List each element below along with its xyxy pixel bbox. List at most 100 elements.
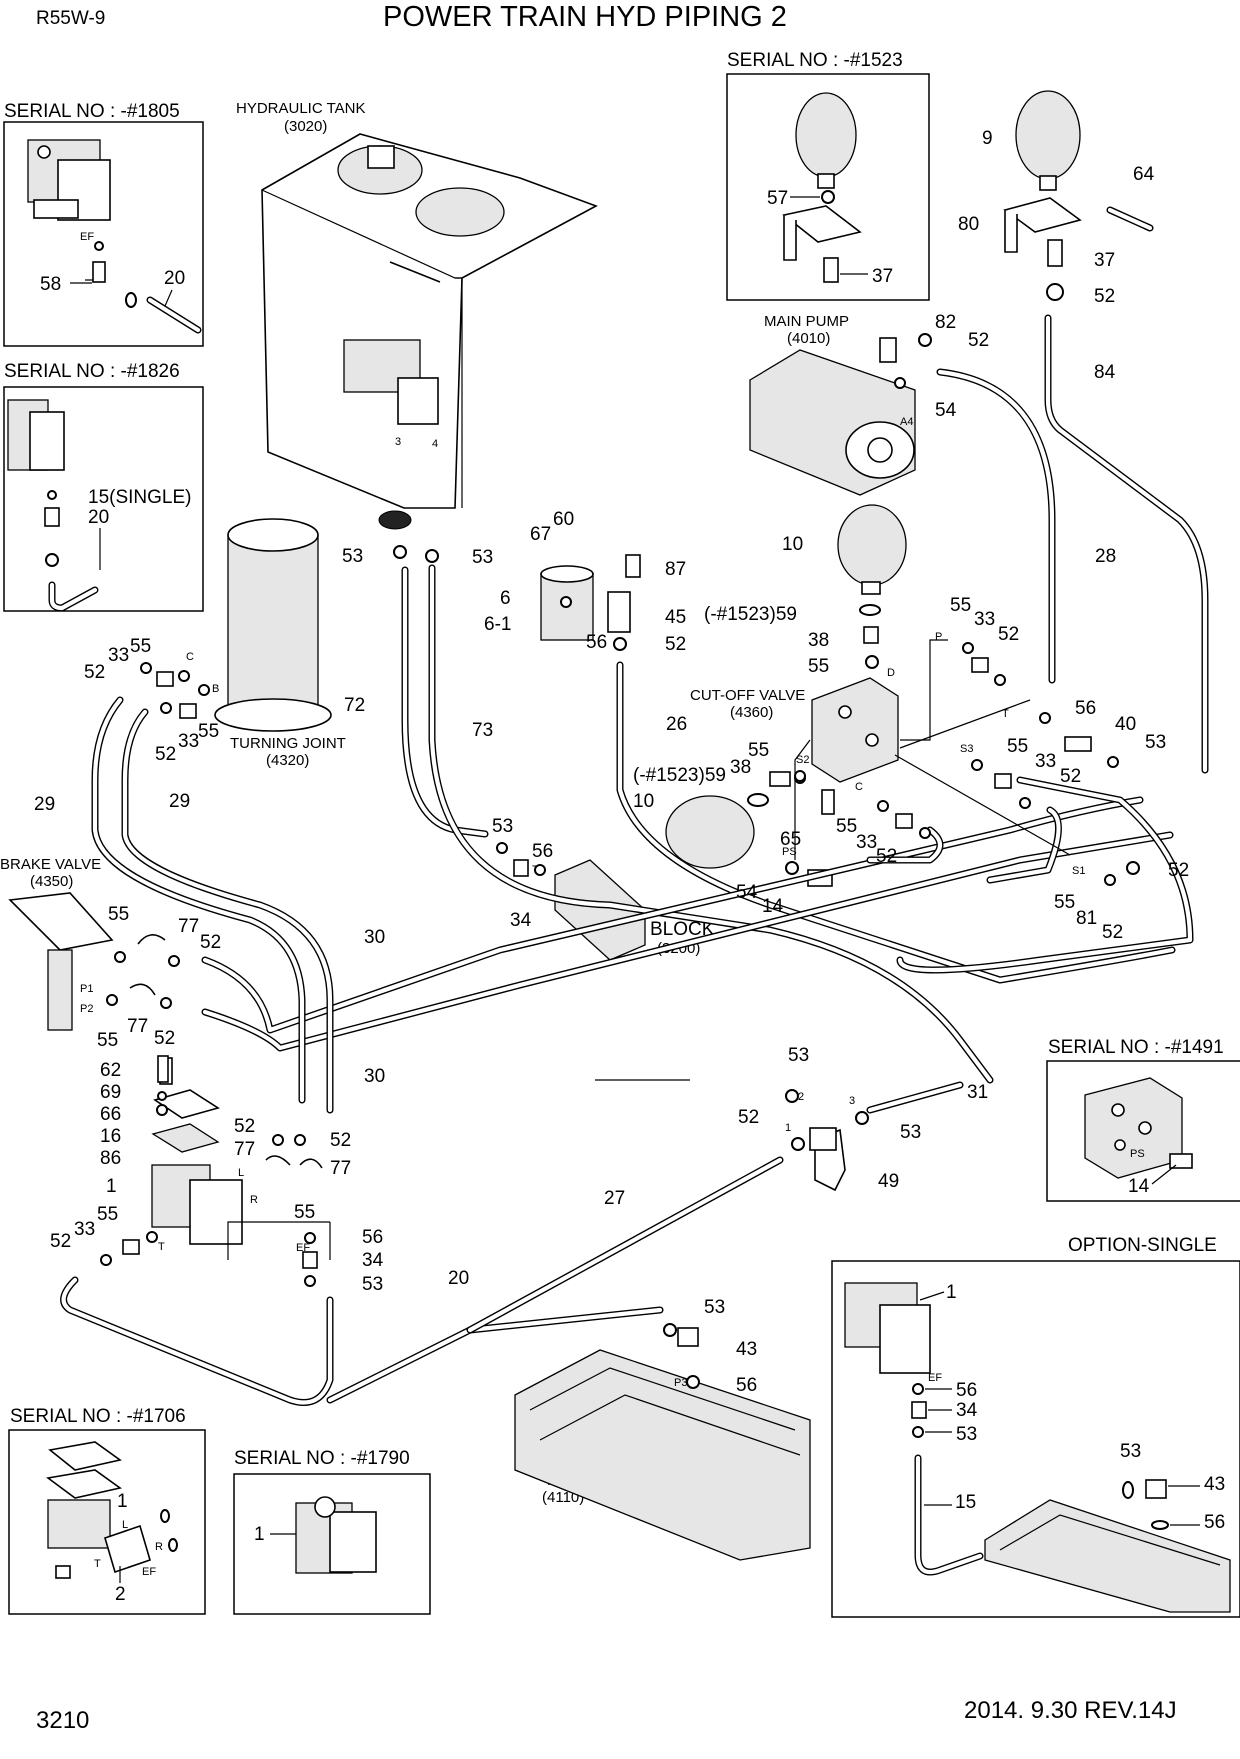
callout: 82: [935, 312, 956, 333]
callout: 33: [74, 1219, 95, 1240]
callout: 34: [362, 1250, 384, 1271]
callout: 65: [780, 829, 801, 850]
callout: 55: [130, 636, 151, 657]
component-name: TURNING JOINT: [230, 735, 346, 752]
callout: 38: [730, 757, 751, 778]
inset-title: SERIAL NO : -#1805: [4, 101, 180, 122]
callout: 52: [968, 330, 989, 351]
svg-text:3: 3: [395, 436, 401, 448]
callout: 56: [586, 632, 607, 653]
revision-label: 2014. 9.30 REV.14J: [964, 1697, 1177, 1724]
component-code: (4320): [266, 752, 309, 769]
callout: 81: [1076, 908, 1097, 929]
callout: 34: [510, 910, 532, 931]
svg-text:3: 3: [849, 1095, 855, 1107]
callout: (-#1523)59: [633, 765, 726, 786]
callout: 33: [1035, 751, 1056, 772]
callout: 52: [1060, 766, 1081, 787]
inset-serial-1706: SERIAL NO : -#1706 1 L T R EF 2: [8, 1406, 206, 1615]
callout: 52: [738, 1107, 759, 1128]
callout: 33: [108, 645, 129, 666]
component-name: BRAKE VALVE: [0, 856, 101, 873]
callout: 14: [762, 896, 784, 917]
callout: 56: [736, 1375, 757, 1396]
callout: 37: [1094, 250, 1115, 271]
svg-text:R: R: [155, 1541, 163, 1553]
cut-off-valve: CUT-OFF VALVE (4360) D S2 C P T S3 PS S1: [690, 631, 1085, 887]
pilot-lines: [227, 639, 1071, 1260]
callout: 31: [967, 1082, 988, 1103]
callout: 60: [553, 509, 574, 530]
callout: 53: [788, 1045, 809, 1066]
inset-title: SERIAL NO : -#1491: [1048, 1037, 1224, 1058]
inset-serial-1491: SERIAL NO : -#1491 PS 14: [1046, 1037, 1240, 1202]
callout: 62: [100, 1060, 121, 1081]
callout: 45: [665, 607, 686, 628]
hydraulic-tank: HYDRAULIC TANK (3020) 3 4: [236, 100, 598, 530]
inset-serial-1523: SERIAL NO : -#1523 57 37: [726, 50, 930, 301]
accumulator-icon: [795, 92, 857, 189]
component-code: (4360): [730, 704, 773, 721]
svg-text:EF: EF: [80, 231, 94, 243]
page-number: 3210: [36, 1707, 89, 1734]
callout: 49: [878, 1171, 899, 1192]
callout: 1: [106, 1176, 117, 1197]
svg-text:EF: EF: [928, 1372, 942, 1384]
callout: 53: [492, 816, 513, 837]
callout: 28: [1095, 546, 1116, 567]
callout: 52: [84, 662, 105, 683]
brake-valve: BRAKE VALVE (4350) P1 P2: [0, 856, 114, 1031]
callout: 52: [1168, 860, 1189, 881]
svg-text:S3: S3: [960, 743, 973, 755]
callout: 84: [1094, 362, 1116, 383]
svg-text:P3: P3: [674, 1377, 687, 1389]
component-name: BLOCK: [650, 919, 715, 940]
callout: 77: [178, 916, 199, 937]
callout: 20: [164, 268, 185, 289]
callout: 77: [234, 1139, 255, 1160]
callout: 27: [604, 1188, 625, 1209]
inset-serial-1790: SERIAL NO : -#1790 1: [233, 1448, 431, 1615]
steering-unit-icon: [27, 139, 111, 221]
callout: 80: [958, 214, 979, 235]
callout: 15(SINGLE): [88, 487, 191, 508]
callout: 53: [1120, 1441, 1141, 1462]
callout: 55: [950, 595, 971, 616]
callout: 77: [127, 1016, 148, 1037]
line-filter: [540, 554, 641, 641]
callout: 1: [254, 1524, 265, 1545]
callout: 52: [330, 1130, 351, 1151]
inset-option-single: OPTION-SINGLE 1 EF 56 34 53 15 53 43 56 …: [831, 1235, 1240, 1618]
callout: 53: [472, 547, 493, 568]
callout: 55: [198, 721, 219, 742]
callout: 15: [955, 1492, 976, 1513]
svg-text:L: L: [122, 1519, 128, 1531]
callout: 86: [100, 1148, 121, 1169]
callout: 52: [1102, 922, 1123, 943]
mcv-block-icon: [984, 1499, 1231, 1613]
page-title: POWER TRAIN HYD PIPING 2: [383, 1, 787, 33]
callout: 1: [946, 1282, 957, 1303]
svg-text:PS: PS: [782, 846, 797, 858]
callout: 54: [736, 882, 758, 903]
svg-text:L: L: [238, 1167, 244, 1179]
callout: 64: [1133, 164, 1155, 185]
callout: 30: [364, 927, 385, 948]
svg-text:P2: P2: [80, 1003, 93, 1015]
callout: 43: [1204, 1474, 1225, 1495]
callout: 52: [155, 744, 176, 765]
callout: 53: [362, 1274, 383, 1295]
callout: 29: [169, 791, 190, 812]
callout: 14: [1128, 1176, 1150, 1197]
callout: 69: [100, 1082, 121, 1103]
turning-joint: TURNING JOINT (4320) C B: [186, 518, 346, 769]
callout: 53: [704, 1297, 725, 1318]
callout: 43: [736, 1339, 757, 1360]
svg-text:B: B: [212, 683, 219, 695]
callout: 52: [234, 1116, 255, 1137]
callout: 38: [808, 630, 829, 651]
callout: 29: [34, 794, 55, 815]
callout: 52: [998, 624, 1019, 645]
callout: 56: [1204, 1512, 1225, 1533]
